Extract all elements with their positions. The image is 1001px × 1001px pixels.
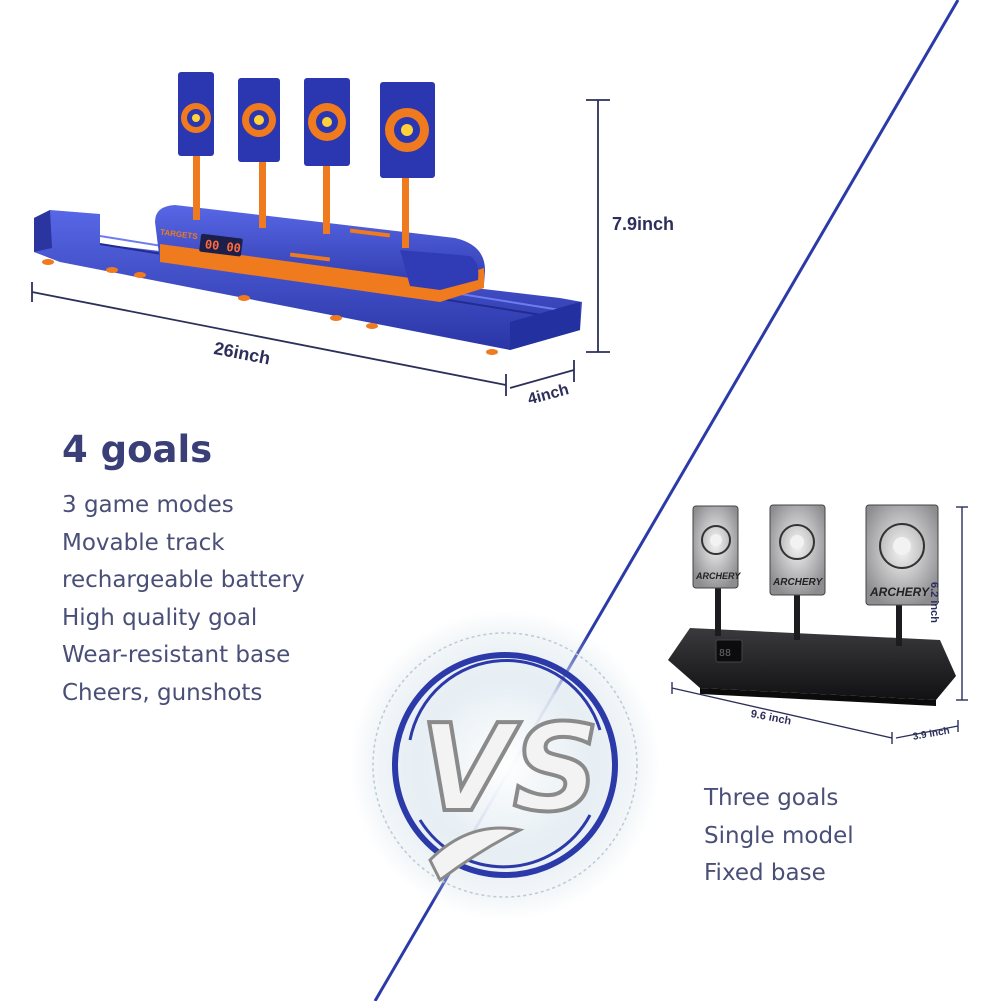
left-feature-item: Wear-resistant base xyxy=(62,642,291,669)
right-feature-item: Single model xyxy=(704,822,854,849)
svg-text:88: 88 xyxy=(719,648,731,659)
vs-label: VS xyxy=(420,700,599,839)
left-feature-list: 3 game modes Movable track rechargeable … xyxy=(62,490,305,716)
right-target-2-label: ARCHERY xyxy=(772,577,824,588)
left-target-1 xyxy=(178,72,214,156)
left-height-label: 7.9inch xyxy=(612,214,675,234)
score-display: 00 00 xyxy=(204,237,242,255)
right-feature-item: Three goals xyxy=(704,785,839,811)
left-feature-item: rechargeable battery xyxy=(62,567,305,594)
left-feature-item: 3 game modes xyxy=(62,492,234,518)
right-product-illustration: 88 ARCHERY ARCHERY ARCHERY xyxy=(668,504,956,706)
right-target-2: ARCHERY xyxy=(769,504,826,596)
right-target-1: ARCHERY xyxy=(692,505,741,589)
vs-emblem: VS xyxy=(350,610,660,920)
right-target-3-label: ARCHERY xyxy=(869,585,930,599)
left-target-2 xyxy=(238,78,280,162)
right-feature-list: Three goals Single model Fixed base xyxy=(704,783,854,896)
right-height-label: 6.2 inch xyxy=(928,582,940,623)
left-product-illustration: 00 00 TARGETS xyxy=(34,72,582,355)
right-target-1-label: ARCHERY xyxy=(695,571,741,581)
right-dimension-lines xyxy=(671,506,968,744)
left-target-3 xyxy=(304,78,350,166)
right-target-3: ARCHERY xyxy=(865,504,939,606)
left-feature-item: Movable track xyxy=(62,529,225,556)
left-dimension-lines xyxy=(31,99,610,396)
left-feature-item: High quality goal xyxy=(62,604,258,631)
left-feature-item: Cheers, gunshots xyxy=(62,679,263,706)
left-product-title: 4 goals xyxy=(62,428,213,471)
right-feature-item: Fixed base xyxy=(704,860,826,887)
left-target-4 xyxy=(380,82,435,178)
